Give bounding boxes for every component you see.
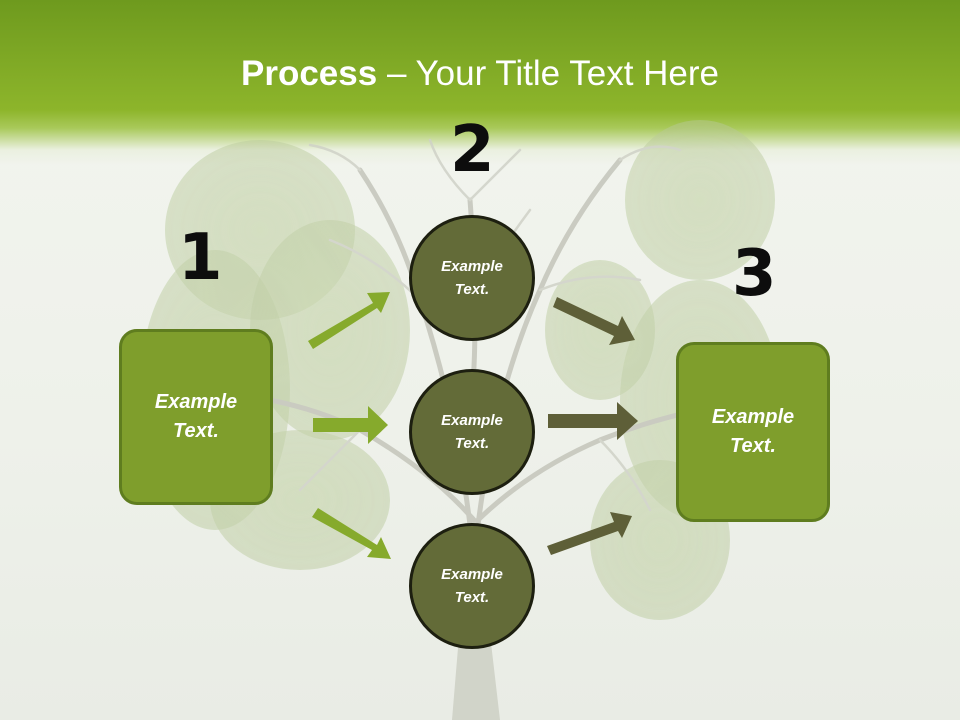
process-circle-2: Example Text. [409,369,535,495]
process-circle-3: Example Text. [409,523,535,649]
circle-2-text: Example Text. [441,412,503,452]
page-title: Process – Your Title Text Here [0,52,960,96]
circle-1-text: Example Text. [441,258,503,298]
arrow-to-circle-2 [313,406,388,444]
output-box-text: Example Text. [711,406,795,457]
arrow-from-circle-2 [548,402,638,440]
step-number-2: 2 [450,113,495,187]
step-number-3: 3 [732,237,777,311]
output-box: Example Text. [676,342,830,522]
title-bold: Process [241,54,378,93]
arrow-to-circle-3 [312,508,391,559]
arrow-from-circle-3 [547,512,632,555]
arrow-to-circle-1 [308,292,390,349]
arrow-from-circle-1 [553,297,635,345]
title-banner [0,0,960,165]
step-number-1: 1 [178,221,223,295]
input-box-text: Example Text. [154,391,238,442]
input-box: Example Text. [119,329,273,505]
circle-3-text: Example Text. [441,566,503,606]
process-circle-1: Example Text. [409,215,535,341]
title-rest: – Your Title Text Here [377,54,719,93]
